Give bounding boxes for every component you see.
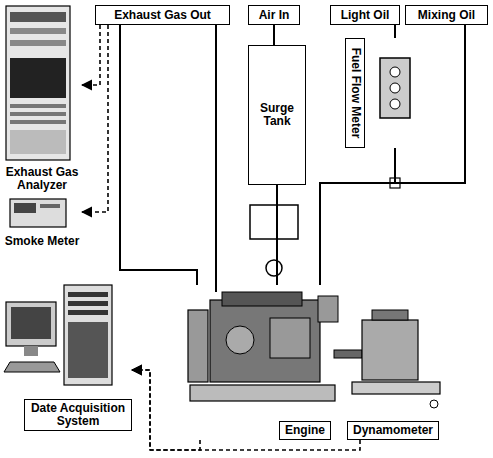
analyzer-node: Exhaust Gas Analyzer: [2, 4, 82, 192]
signal-line: [82, 25, 108, 212]
rack-band: [10, 58, 66, 98]
rack-band: [10, 104, 66, 108]
monitor: [6, 302, 56, 346]
source-box: Exhaust Gas Out: [95, 5, 230, 25]
node-label: Mixing Oil: [418, 9, 475, 22]
node-label: Fuel Flow Meter: [349, 48, 362, 139]
pipe-line: [320, 148, 395, 285]
rack-band: [10, 112, 66, 116]
pipe-line: [273, 25, 275, 45]
engine-part: [270, 318, 310, 358]
tower-panel: [68, 322, 108, 378]
smoke-meter-node: Smoke Meter: [2, 196, 82, 248]
source-box: Light Oil: [330, 5, 400, 25]
engine-pulley: [226, 326, 254, 354]
node-label: Smoke Meter: [2, 235, 82, 248]
node-label: Date Acquisition System: [24, 399, 132, 431]
pipe-line: [394, 25, 396, 38]
signal-line: [132, 370, 360, 450]
tower-bay: [68, 301, 108, 306]
signal-line: [132, 370, 200, 450]
dynamometer-node: Dynamometer: [345, 300, 445, 440]
pipe-line: [120, 25, 197, 285]
computer-tower: [64, 285, 112, 385]
engine-radiator: [188, 310, 208, 382]
meter-dial: [390, 99, 400, 109]
pipe-line: [276, 185, 278, 285]
engine-block: [210, 300, 320, 382]
node-label: Air In: [259, 9, 290, 22]
node-label: Exhaust Gas Analyzer: [2, 166, 82, 192]
vertical-label-box: Fuel Flow Meter: [345, 38, 365, 148]
rack-band: [10, 130, 66, 154]
smoke-meter-body: [10, 199, 66, 227]
flow-meter-node: Fuel Flow Meter: [345, 38, 415, 148]
node-label: Engine: [279, 421, 331, 440]
drive-shaft: [334, 350, 362, 358]
dynamometer-base: [352, 382, 440, 394]
rack-band: [10, 28, 66, 34]
intake-valve: [266, 260, 282, 276]
dynamometer-top: [372, 310, 408, 320]
tower-bay: [68, 310, 108, 315]
analyzer-rack: [6, 6, 70, 160]
exhaust-pipe: [215, 25, 217, 292]
pipe-line: [320, 25, 465, 285]
source-box: Air In: [248, 5, 300, 25]
rack-band: [10, 40, 66, 46]
monitor-screen: [11, 307, 51, 339]
meter-dial: [390, 67, 400, 77]
node-label: Exhaust Gas Out: [114, 9, 211, 22]
daq-node: Date Acquisition System: [2, 283, 132, 431]
signal-line: [82, 25, 100, 85]
smoke-meter-display: [14, 203, 36, 213]
node-label: Light Oil: [341, 9, 390, 22]
source-box: Mixing Oil: [405, 5, 488, 25]
node-label: Dynamometer: [347, 421, 439, 440]
engine-head: [222, 292, 302, 306]
flow-meter-device: [380, 58, 410, 118]
monitor-stand: [24, 346, 38, 356]
rack-band: [10, 12, 66, 22]
intake-filter: [250, 205, 298, 239]
smoke-meter-button: [40, 204, 60, 208]
engine-node: Engine: [185, 285, 335, 440]
keyboard: [4, 362, 60, 372]
rack-band: [10, 120, 66, 124]
engine-base: [190, 385, 335, 401]
tower-bay: [68, 292, 108, 297]
engine-part: [318, 296, 338, 322]
node-label: Surge Tank: [249, 102, 305, 128]
surge-tank: Surge Tank: [248, 45, 306, 185]
dynamometer-body: [362, 320, 418, 380]
meter-dial: [390, 83, 400, 93]
dynamometer-wheel: [430, 400, 438, 408]
